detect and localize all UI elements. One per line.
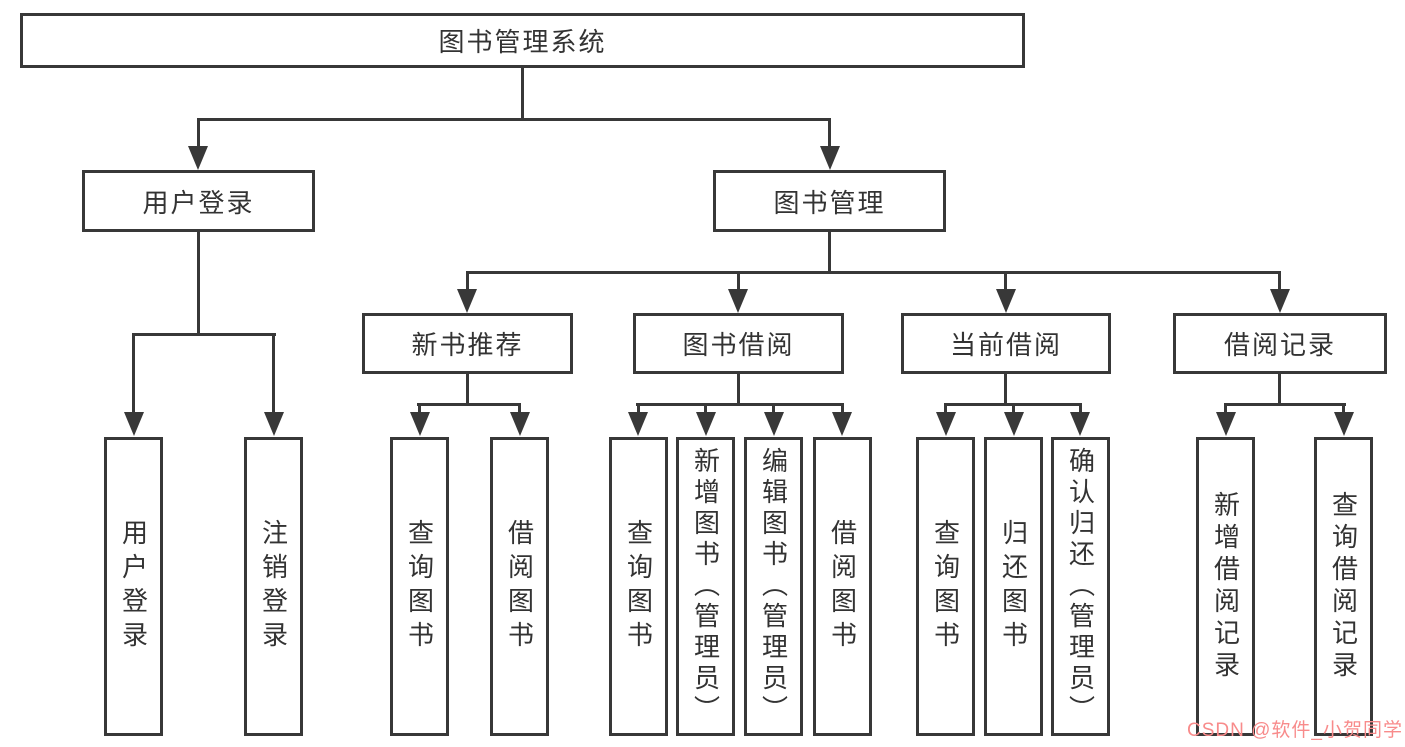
connector-line <box>418 406 421 413</box>
leaf-label: 新增图书（管理员） <box>690 447 721 726</box>
arrow-down-icon <box>410 412 430 436</box>
connector-line <box>1004 274 1007 290</box>
node-new-book-recommendation: 新书推荐 <box>362 313 573 374</box>
arrow-down-icon <box>1334 412 1354 436</box>
leaf-recommend-borrow-books: 借阅图书 <box>490 437 549 736</box>
arrow-down-icon <box>510 412 530 436</box>
leaf-label: 注销登录 <box>258 518 289 655</box>
node-book-management: 图书管理 <box>713 170 946 232</box>
connector-line <box>466 274 469 290</box>
arrow-down-icon <box>1004 412 1024 436</box>
connector-line <box>1012 406 1015 413</box>
connector-line <box>466 373 469 406</box>
connector-line <box>1342 406 1345 413</box>
arrow-down-icon <box>728 289 748 313</box>
connector-line <box>197 118 831 121</box>
node-user-login: 用户登录 <box>82 170 315 232</box>
leaf-label: 借阅图书 <box>504 518 535 655</box>
connector-line <box>1278 274 1281 290</box>
leaf-user-login: 用户登录 <box>104 437 163 736</box>
arrow-down-icon <box>457 289 477 313</box>
connector-line <box>737 373 740 406</box>
leaf-logout: 注销登录 <box>244 437 303 736</box>
arrow-down-icon <box>188 146 208 170</box>
arrow-down-icon <box>820 146 840 170</box>
connector-line <box>704 406 707 413</box>
node-current-borrowing: 当前借阅 <box>901 313 1111 374</box>
leaf-label: 用户登录 <box>118 518 149 655</box>
leaf-label: 归还图书 <box>998 518 1029 655</box>
connector-line <box>1278 373 1281 406</box>
leaf-label: 确认归还（管理员） <box>1065 447 1096 726</box>
leaf-current-query-books: 查询图书 <box>916 437 975 736</box>
node-library-management-system: 图书管理系统 <box>20 13 1025 68</box>
connector-line <box>272 336 275 412</box>
arrow-down-icon <box>264 412 284 436</box>
connector-line <box>828 232 831 274</box>
connector-line <box>132 336 135 412</box>
leaf-current-confirm-return-admin: 确认归还（管理员） <box>1051 437 1110 736</box>
connector-line <box>737 274 740 290</box>
leaf-label: 查询借阅记录 <box>1328 490 1359 683</box>
connector-line <box>828 121 831 148</box>
connector-line <box>417 403 521 406</box>
connector-line <box>772 406 775 413</box>
connector-line <box>1224 406 1227 413</box>
arrow-down-icon <box>764 412 784 436</box>
leaf-borrowing-borrow-books: 借阅图书 <box>813 437 872 736</box>
arrow-down-icon <box>628 412 648 436</box>
connector-line <box>944 403 1082 406</box>
leaf-borrowing-add-books-admin: 新增图书（管理员） <box>676 437 735 736</box>
connector-line <box>636 403 844 406</box>
connector-line <box>1004 373 1007 406</box>
arrow-down-icon <box>1216 412 1236 436</box>
connector-line <box>197 121 200 148</box>
connector-line <box>197 232 200 336</box>
leaf-records-query-borrow-record: 查询借阅记录 <box>1314 437 1373 736</box>
connector-line <box>637 406 640 413</box>
node-book-borrowing: 图书借阅 <box>633 313 844 374</box>
leaf-label: 查询图书 <box>404 518 435 655</box>
leaf-label: 查询图书 <box>623 518 654 655</box>
leaf-records-add-borrow-record: 新增借阅记录 <box>1196 437 1255 736</box>
arrow-down-icon <box>832 412 852 436</box>
arrow-down-icon <box>936 412 956 436</box>
leaf-label: 查询图书 <box>930 518 961 655</box>
connector-line <box>466 271 1281 274</box>
connector-line <box>841 406 844 413</box>
leaf-current-return-books: 归还图书 <box>984 437 1043 736</box>
connector-line <box>1079 406 1082 413</box>
leaf-recommend-query-books: 查询图书 <box>390 437 449 736</box>
arrow-down-icon <box>1270 289 1290 313</box>
connector-line <box>944 406 947 413</box>
leaf-label: 借阅图书 <box>827 518 858 655</box>
connector-line <box>521 68 524 121</box>
leaf-label: 编辑图书（管理员） <box>758 447 789 726</box>
leaf-borrowing-edit-books-admin: 编辑图书（管理员） <box>744 437 803 736</box>
connector-line <box>1224 403 1346 406</box>
csdn-watermark: CSDN @软件_小贺同学 <box>1187 720 1403 741</box>
connector-line <box>518 406 521 413</box>
connector-line <box>132 333 276 336</box>
node-borrowing-records: 借阅记录 <box>1173 313 1387 374</box>
arrow-down-icon <box>124 412 144 436</box>
leaf-borrowing-query-books: 查询图书 <box>609 437 668 736</box>
arrow-down-icon <box>1070 412 1090 436</box>
arrow-down-icon <box>996 289 1016 313</box>
leaf-label: 新增借阅记录 <box>1210 490 1241 683</box>
arrow-down-icon <box>696 412 716 436</box>
